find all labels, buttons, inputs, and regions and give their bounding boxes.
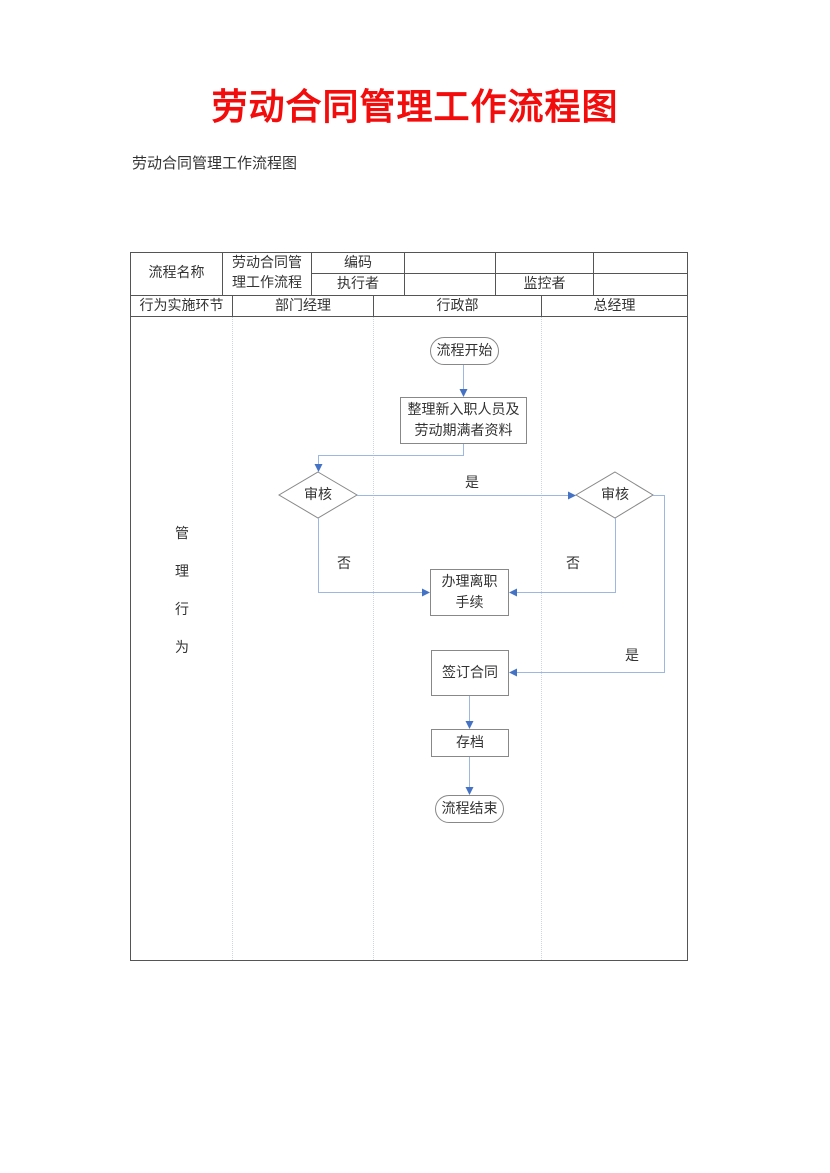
no-label-1: 否 bbox=[337, 556, 351, 572]
side-label-char: 为 bbox=[175, 640, 189, 656]
executor-label: 执行者 bbox=[337, 276, 379, 292]
resign-node bbox=[430, 569, 509, 616]
prepare-label-line2: 劳动期满者资料 bbox=[414, 423, 513, 439]
prepare-node bbox=[400, 397, 527, 444]
process-name-value-line2: 理工作流程 bbox=[232, 275, 302, 291]
side-label-char: 管 bbox=[175, 526, 189, 542]
archive-node bbox=[431, 729, 509, 757]
monitor-label: 监控者 bbox=[523, 276, 566, 292]
lane-dept-manager: 部门经理 bbox=[275, 298, 331, 314]
lane-admin: 行政部 bbox=[436, 298, 479, 314]
resign-label-line2: 手续 bbox=[455, 595, 484, 611]
document-subtitle: 劳动合同管理工作流程图 bbox=[132, 154, 298, 172]
resign-label-line1: 办理离职 bbox=[441, 574, 498, 590]
code-label: 编码 bbox=[344, 255, 372, 271]
end-node bbox=[435, 795, 504, 823]
yes-label-2: 是 bbox=[625, 648, 639, 664]
archive-label: 存档 bbox=[456, 735, 484, 751]
row-label: 行为实施环节 bbox=[139, 298, 224, 314]
side-label: 管 理 行 为 bbox=[170, 515, 194, 667]
side-label-char: 理 bbox=[175, 564, 189, 580]
end-label: 流程结束 bbox=[441, 801, 498, 817]
start-label: 流程开始 bbox=[436, 343, 493, 359]
yes-label-1: 是 bbox=[465, 475, 479, 491]
sign-label: 签订合同 bbox=[442, 665, 498, 681]
table-grid bbox=[130, 252, 688, 961]
side-label-char: 行 bbox=[175, 602, 189, 618]
sign-node bbox=[431, 650, 509, 696]
start-node bbox=[430, 337, 499, 365]
no-label-2: 否 bbox=[566, 556, 580, 572]
process-name-value-line1: 劳动合同管 bbox=[232, 255, 302, 271]
review-dept-label: 审核 bbox=[304, 487, 332, 503]
lane-gm: 总经理 bbox=[593, 298, 636, 314]
document-title: 劳动合同管理工作流程图 bbox=[211, 87, 619, 128]
review-gm-label: 审核 bbox=[601, 487, 629, 503]
prepare-label-line1: 整理新入职人员及 bbox=[407, 402, 520, 418]
process-name-label: 流程名称 bbox=[148, 265, 205, 281]
